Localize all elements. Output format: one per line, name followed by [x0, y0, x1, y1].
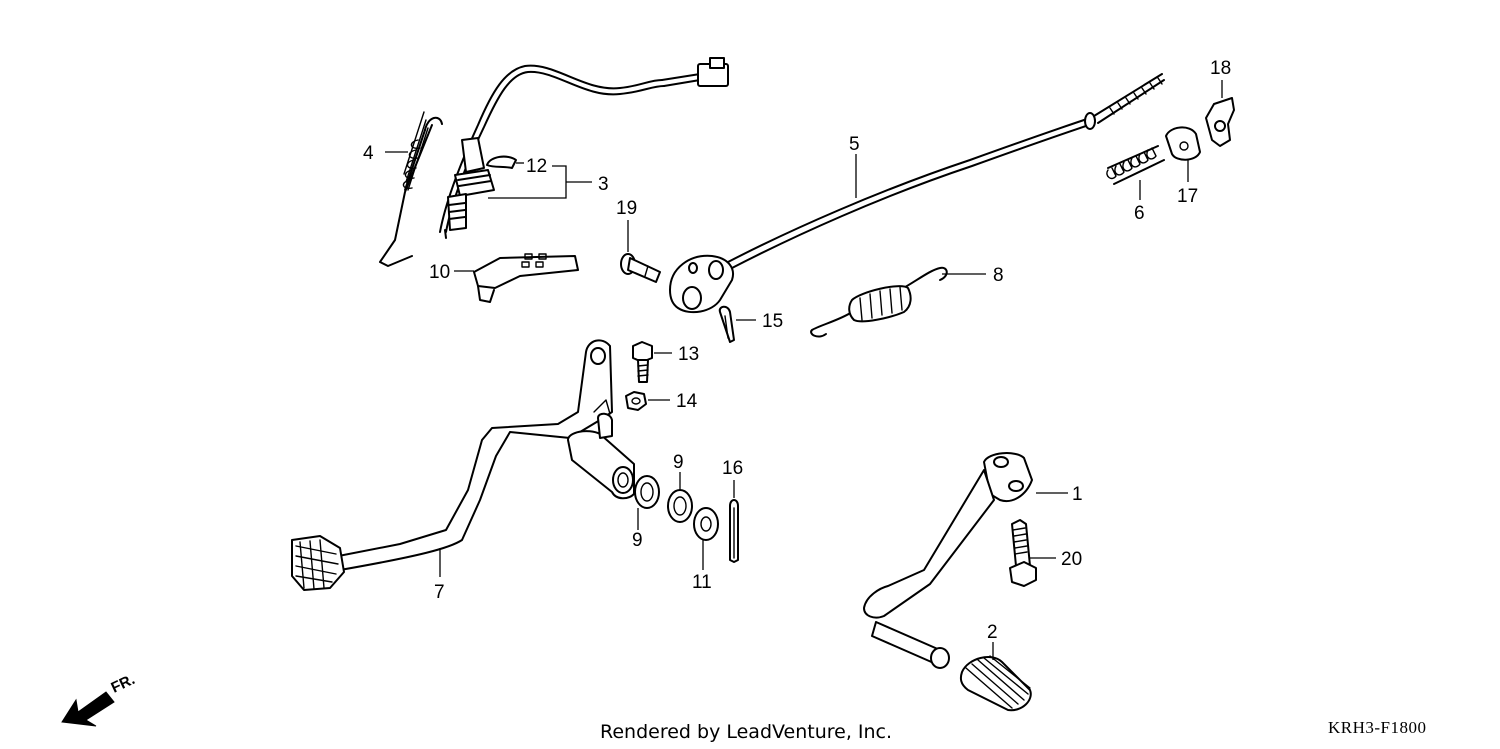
diagram-code: KRH3-F1800 — [1328, 718, 1427, 737]
callout-12: 12 — [526, 156, 547, 177]
clevis-pin[interactable] — [620, 253, 661, 283]
callout-14: 14 — [676, 391, 698, 412]
brake-pedal[interactable] — [291, 339, 635, 591]
brake-rod[interactable] — [727, 73, 1165, 269]
brake-arm-joint[interactable] — [669, 254, 734, 314]
callout-13: 13 — [678, 344, 699, 365]
callout-5: 5 — [849, 134, 860, 155]
brake-switch-assembly[interactable] — [439, 57, 729, 239]
pedal-return-spring[interactable] — [810, 266, 948, 338]
switch-bracket[interactable] — [473, 253, 579, 303]
pivot-bolt[interactable] — [632, 341, 653, 383]
dust-seal-outer[interactable] — [667, 489, 693, 523]
callout-9-upper: 9 — [673, 452, 684, 473]
shift-pedal-rubber[interactable] — [959, 655, 1032, 712]
brake-switch-spring[interactable] — [379, 111, 443, 267]
cotter-pin-small[interactable] — [718, 305, 735, 343]
cotter-pin-large[interactable] — [729, 499, 739, 563]
render-credit: Rendered by LeadVenture, Inc. — [600, 721, 892, 743]
callout-19: 19 — [616, 198, 637, 219]
callout-3: 3 — [598, 174, 609, 195]
callout-11: 11 — [692, 572, 712, 593]
callout-20: 20 — [1061, 549, 1082, 570]
callout-7: 7 — [434, 582, 445, 603]
adjusting-nut[interactable] — [1205, 97, 1235, 147]
callout-16: 16 — [722, 458, 743, 479]
gear-shift-pedal[interactable] — [863, 452, 1033, 669]
callout-17: 17 — [1177, 186, 1198, 207]
callout-9-lower: 9 — [632, 530, 643, 551]
switch-clip[interactable] — [486, 155, 524, 169]
front-direction-indicator: FR. — [61, 671, 138, 727]
dust-seal-inner[interactable] — [634, 475, 660, 509]
leader-lines — [385, 80, 1223, 660]
adjuster-spring[interactable] — [1106, 145, 1165, 185]
callout-15: 15 — [762, 311, 783, 332]
callout-18: 18 — [1210, 58, 1231, 79]
hex-nut[interactable] — [625, 391, 647, 411]
callout-4: 4 — [363, 143, 374, 164]
callout-1: 1 — [1072, 484, 1083, 505]
direction-arrow-icon — [61, 691, 115, 727]
callout-6: 6 — [1134, 203, 1145, 224]
plain-washer[interactable] — [693, 507, 719, 541]
callout-10: 10 — [429, 262, 450, 283]
adjuster-joint[interactable] — [1165, 126, 1201, 161]
shift-pedal-bolt[interactable] — [1009, 519, 1037, 587]
callout-8: 8 — [993, 265, 1004, 286]
direction-label: FR. — [109, 671, 138, 697]
callout-2: 2 — [987, 622, 998, 643]
